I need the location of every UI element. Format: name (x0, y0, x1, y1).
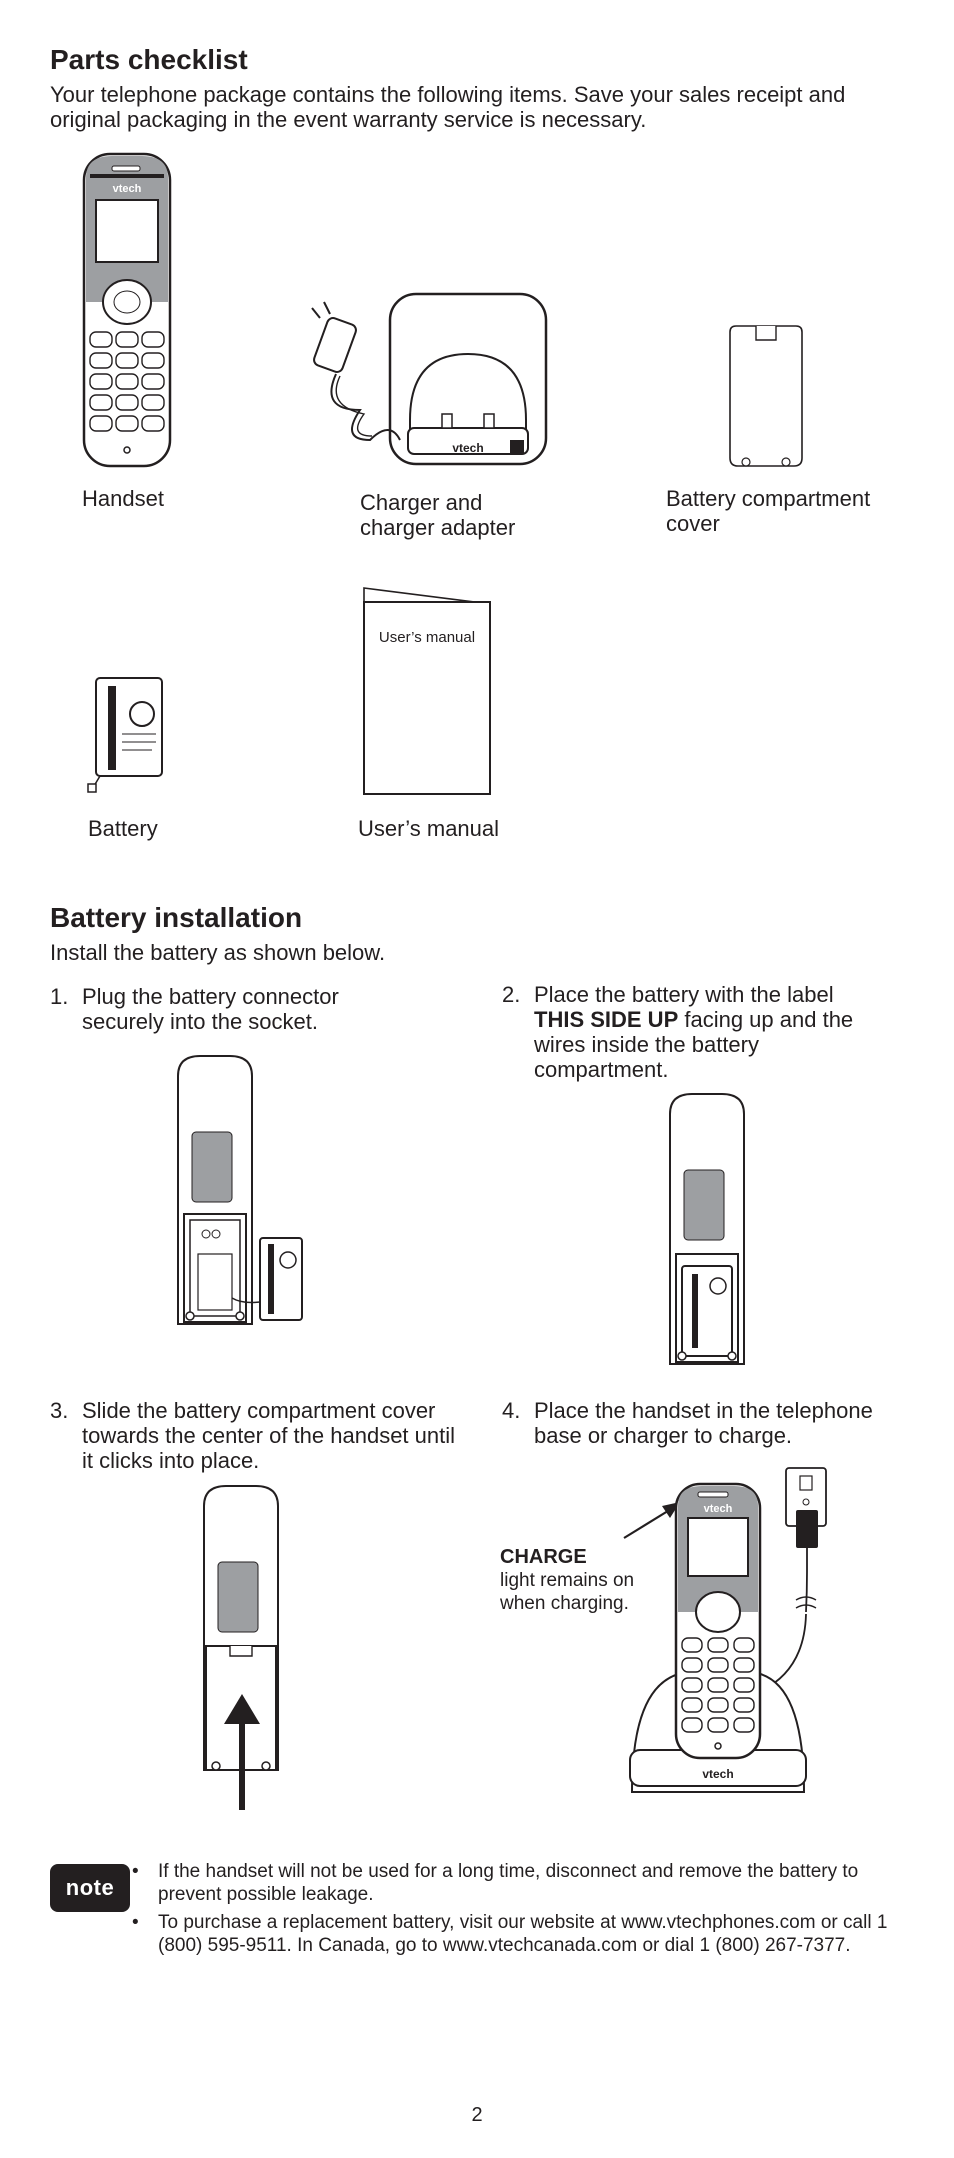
note-list: • If the handset will not be used for a … (132, 1860, 902, 1962)
charge-label: CHARGE (500, 1546, 587, 1568)
step-1: 1. Plug the battery connector securely i… (50, 984, 390, 1034)
note-badge: note (50, 1864, 130, 1912)
parts-label-battery: Battery (88, 816, 158, 841)
step-2-text: Place the battery with the label THIS SI… (534, 982, 854, 1082)
this-side-up-label: THIS SIDE UP (534, 1007, 679, 1032)
users-manual-illustration: User’s manual (363, 587, 491, 795)
parts-label-handset: Handset (82, 486, 164, 511)
battery-installation-heading: Battery installation (50, 902, 303, 933)
step-1-illustration (177, 1055, 303, 1325)
charger-illustration: vtech (311, 292, 548, 466)
battery-cover-illustration (729, 325, 803, 467)
step-1-text: Plug the battery connector securely into… (82, 984, 339, 1034)
bullet-icon: • (132, 1861, 139, 1882)
battery-illustration (87, 677, 163, 793)
handset-brand-step4: vtech (704, 1503, 733, 1515)
step-2: 2. Place the battery with the label THIS… (502, 982, 882, 1082)
step-1-number: 1. (50, 984, 69, 1009)
note-item-2: • To purchase a replacement battery, vis… (132, 1912, 888, 1956)
step-3-text: Slide the battery compartment cover towa… (82, 1398, 456, 1473)
step-3: 3. Slide the battery compartment cover t… (50, 1398, 470, 1473)
charge-caption-block: CHARGE light remains on when charging. (500, 1546, 640, 1615)
step-2-illustration (669, 1093, 745, 1365)
step-3-number: 3. (50, 1398, 69, 1423)
handset-illustration: vtech (82, 152, 172, 468)
page-number: 2 (471, 2104, 483, 2126)
charger-brand: vtech (452, 441, 483, 455)
step-3-illustration (203, 1485, 279, 1810)
step-4: 4. Place the handset in the telephone ba… (502, 1398, 902, 1448)
manual-cover-text: User’s manual (379, 629, 475, 646)
step-4-number: 4. (502, 1398, 521, 1423)
step-4-illustration: vtech vtech (623, 1467, 827, 1793)
parts-label-charger: Charger and charger adapter (360, 490, 516, 540)
parts-intro: Your telephone package contains the foll… (50, 82, 846, 132)
handset-brand: vtech (113, 183, 142, 195)
step-2-number: 2. (502, 982, 521, 1007)
parts-checklist-heading: Parts checklist (50, 44, 248, 75)
note-item-1: • If the handset will not be used for a … (132, 1861, 859, 1905)
parts-label-battery-cover: Battery compartment cover (666, 486, 871, 536)
charge-caption: light remains on when charging. (500, 1570, 635, 1614)
base-brand: vtech (702, 1767, 733, 1781)
battery-intro: Install the battery as shown below. (50, 940, 386, 965)
bullet-icon: • (132, 1912, 139, 1933)
step-4-text: Place the handset in the telephone base … (534, 1398, 873, 1448)
parts-label-users-manual: User’s manual (358, 816, 500, 841)
